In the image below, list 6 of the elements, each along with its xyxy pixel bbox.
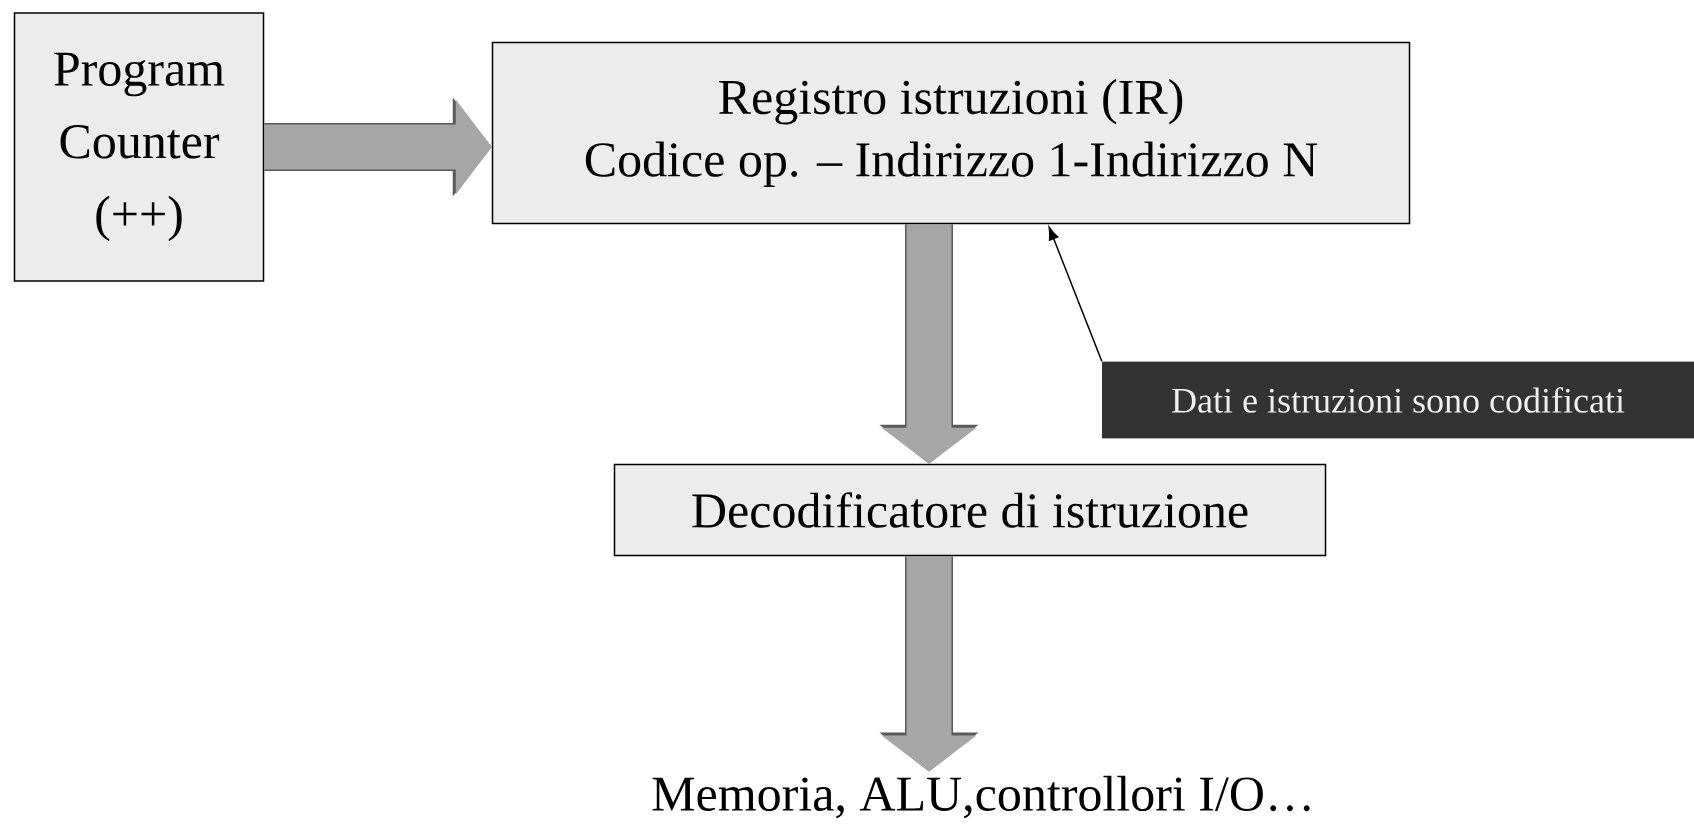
decoder-box: Decodificatore di istruzione (613, 463, 1327, 557)
callout-box: Dati e istruzioni sono codificati (1102, 361, 1694, 439)
output-text: Memoria, ALU,controllori I/O… (652, 775, 1310, 819)
register-box: Registro istruzioni (IR) Codice op. – Indirizzo 1-Indirizzo N (491, 41, 1411, 225)
leader-line (1048, 226, 1103, 363)
process-box: Program Counter (++) (13, 12, 265, 282)
